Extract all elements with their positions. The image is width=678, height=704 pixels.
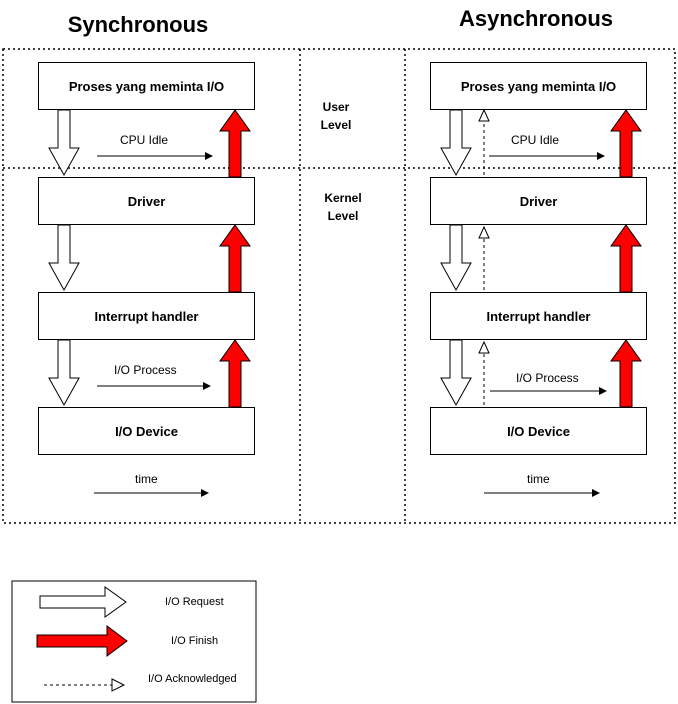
io-request-arrow	[48, 109, 80, 177]
async-io-process-label: I/O Process	[516, 371, 579, 385]
io-finish-arrow	[610, 339, 642, 408]
async-title: Asynchronous	[458, 6, 614, 31]
dotted-frame	[2, 48, 676, 524]
async-driver-box: Driver	[430, 177, 647, 225]
user-level-line2: Level	[320, 118, 352, 132]
kernel-level-line1: Kernel	[324, 191, 362, 205]
sync-time-label: time	[135, 472, 158, 486]
io-finish-arrow	[219, 109, 251, 178]
legend-request-arrow	[39, 586, 127, 618]
io-finish-arrow	[610, 224, 642, 293]
io-request-arrow	[440, 224, 472, 292]
async-interrupt-handler-box: Interrupt handler	[430, 292, 647, 340]
async-io-device-box: I/O Device	[430, 407, 647, 455]
legend-acknowledged-label: I/O Acknowledged	[148, 673, 237, 685]
io-request-arrow	[440, 109, 472, 177]
io-finish-arrow	[219, 224, 251, 293]
async-process-box: Proses yang meminta I/O	[430, 62, 647, 110]
sync-driver-box: Driver	[38, 177, 255, 225]
sync-io-process-label: I/O Process	[114, 363, 177, 377]
io-request-arrow	[48, 339, 80, 407]
legend-finish-label: I/O Finish	[171, 635, 219, 647]
user-level-label: User Level	[306, 98, 366, 134]
kernel-level-label: Kernel Level	[313, 189, 373, 225]
sync-cpu-idle-label: CPU Idle	[120, 133, 169, 147]
kernel-level-line2: Level	[327, 209, 359, 223]
legend-finish-arrow	[36, 625, 128, 657]
async-cpu-idle-label: CPU Idle	[511, 133, 560, 147]
legend-request-label: I/O Request	[165, 596, 224, 608]
sync-process-box: Proses yang meminta I/O	[38, 62, 255, 110]
io-request-arrow	[440, 339, 472, 407]
io-finish-arrow	[219, 339, 251, 408]
sync-title: Synchronous	[67, 12, 209, 37]
user-level-line1: User	[322, 100, 350, 114]
sync-io-device-box: I/O Device	[38, 407, 255, 455]
sync-interrupt-handler-box: Interrupt handler	[38, 292, 255, 340]
io-request-arrow	[48, 224, 80, 292]
async-time-label: time	[527, 472, 550, 486]
io-finish-arrow	[610, 109, 642, 178]
